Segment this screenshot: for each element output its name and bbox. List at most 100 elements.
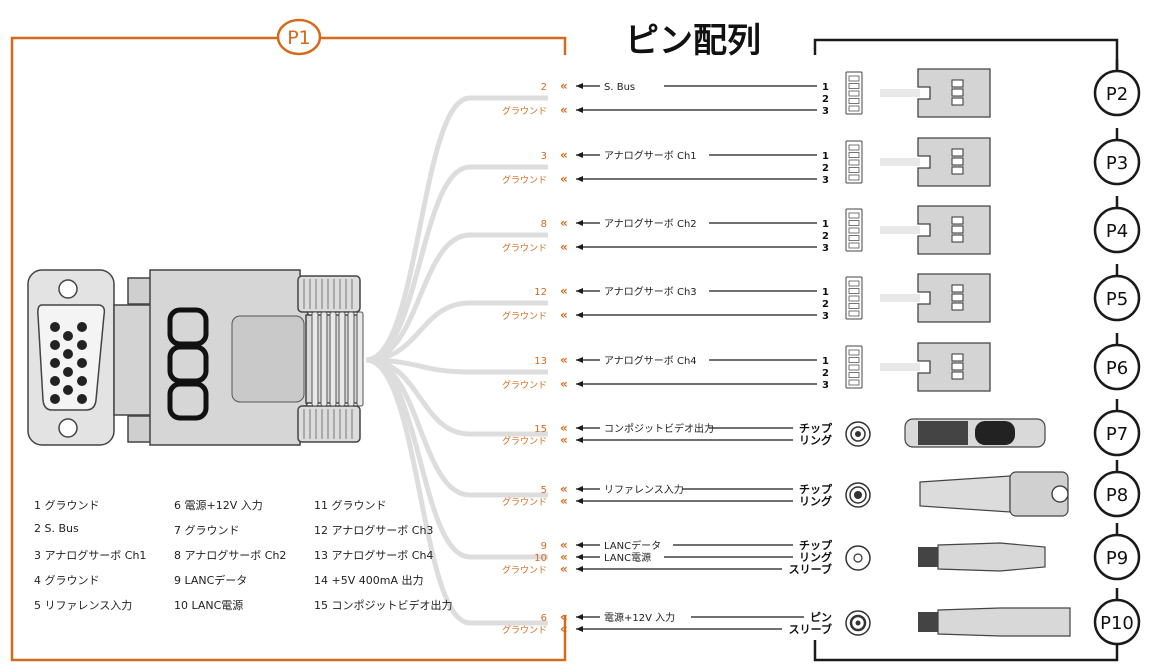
pin-number: 10 bbox=[534, 553, 547, 564]
pin-slot bbox=[848, 83, 860, 89]
arrowhead-icon bbox=[576, 614, 583, 620]
relief-ring bbox=[311, 311, 319, 407]
legend-item: 1 グラウンド bbox=[34, 499, 100, 512]
pin-number: 13 bbox=[534, 356, 547, 367]
servo-pin bbox=[951, 88, 964, 97]
terminal-label-bg bbox=[817, 79, 831, 92]
rca-grip bbox=[918, 421, 968, 445]
pin-hole bbox=[50, 322, 60, 332]
signal-label: LANCデータ bbox=[604, 539, 661, 552]
servo-pin bbox=[951, 166, 964, 175]
arrow-icon: « bbox=[560, 148, 568, 162]
relief-ring bbox=[338, 311, 346, 407]
terminal-label: リング bbox=[799, 433, 832, 447]
signal-label: リファレンス入力 bbox=[604, 483, 684, 496]
terminal-label-bg bbox=[793, 482, 834, 495]
connector-badge bbox=[1093, 470, 1141, 518]
connector-badge bbox=[1093, 409, 1141, 457]
pin-legend: 1 グラウンド 2 S. Bus 3 アナログサーボ Ch1 4 グラウンド 5… bbox=[34, 497, 494, 627]
servo-pin bbox=[951, 216, 964, 225]
connector-badge-label: P4 bbox=[1106, 221, 1128, 242]
pin-hole bbox=[77, 358, 87, 368]
servo-pin bbox=[951, 302, 964, 311]
terminal-label: スリーブ bbox=[789, 622, 832, 636]
connector-badge bbox=[1093, 274, 1141, 322]
terminal-label-bg bbox=[793, 494, 834, 507]
arrowhead-icon bbox=[576, 425, 583, 431]
terminal-label: リング bbox=[799, 550, 832, 564]
cable-strand bbox=[365, 357, 548, 626]
page-title: ピン配列 bbox=[625, 21, 761, 61]
pin-slot bbox=[848, 144, 860, 151]
terminal-label: 2 bbox=[822, 163, 829, 174]
connector-badge-label: P8 bbox=[1106, 485, 1128, 506]
terminal-label: 2 bbox=[822, 231, 829, 242]
connector-badge-label: P2 bbox=[1106, 84, 1128, 105]
signal-label-bg bbox=[600, 353, 709, 366]
connector-badge-label: P10 bbox=[1100, 613, 1134, 634]
pin-hole bbox=[77, 394, 87, 404]
trs-plug-icon bbox=[937, 542, 1046, 572]
arrow-icon: « bbox=[560, 103, 568, 117]
signal-label-bg bbox=[600, 216, 709, 229]
pin-number: 9 bbox=[541, 541, 547, 552]
arrow-icon: « bbox=[560, 622, 568, 636]
pin-number: 12 bbox=[534, 287, 547, 298]
signal-label-bg bbox=[600, 482, 682, 495]
servo-pin bbox=[951, 157, 964, 166]
pin-hole bbox=[77, 322, 87, 332]
signal-label-bg bbox=[600, 421, 709, 434]
connector-badge-label: P7 bbox=[1106, 424, 1128, 445]
terminal-label-bg bbox=[817, 365, 831, 378]
pin-slot bbox=[848, 372, 860, 378]
terminal-label-bg bbox=[793, 433, 834, 446]
cable-strand bbox=[365, 232, 548, 363]
servo-pin bbox=[951, 371, 964, 380]
pin-number: グラウンド bbox=[502, 496, 547, 508]
signal-label: 電源+12V 入力 bbox=[604, 611, 675, 624]
arrowhead-icon bbox=[576, 152, 583, 158]
pin-hole bbox=[77, 376, 87, 386]
arrow-icon: « bbox=[560, 610, 568, 624]
pin-holes bbox=[50, 322, 87, 404]
pin-slot bbox=[848, 227, 860, 234]
pin-slot bbox=[848, 310, 860, 317]
terminal-label: 1 bbox=[822, 219, 829, 230]
pin-number: グラウンド bbox=[502, 242, 547, 254]
terminal-label-bg bbox=[817, 308, 831, 321]
cable-strand bbox=[365, 300, 548, 363]
cable-fan bbox=[365, 95, 548, 626]
legend-item: 6 電源+12V 入力 bbox=[174, 499, 263, 512]
pin-slot bbox=[848, 288, 860, 294]
terminal-label: ピン bbox=[810, 611, 832, 624]
pin-slot bbox=[848, 349, 860, 356]
bracket-frames bbox=[10, 36, 1119, 662]
arrowhead-icon bbox=[576, 107, 583, 113]
arrow-icon: « bbox=[560, 538, 568, 552]
pin-slot bbox=[848, 235, 860, 241]
cable-stub bbox=[880, 294, 920, 302]
servo-pin bbox=[951, 353, 964, 362]
terminal-label-bg bbox=[817, 91, 831, 104]
terminal-label: 3 bbox=[822, 311, 829, 322]
terminal-label-bg bbox=[793, 538, 834, 551]
terminal-label: 2 bbox=[822, 299, 829, 310]
pin-slot bbox=[848, 364, 860, 371]
legend-item: 4 グラウンド bbox=[34, 574, 100, 587]
pin-hole bbox=[63, 367, 73, 377]
relief-ring bbox=[329, 311, 337, 407]
cable-stub bbox=[880, 158, 920, 166]
servo-pin bbox=[951, 362, 964, 371]
pin-hole bbox=[63, 385, 73, 395]
cable-strand bbox=[365, 164, 548, 363]
pin-number: グラウンド bbox=[502, 624, 547, 636]
arrowhead-icon bbox=[576, 357, 583, 363]
terminal-label: チップ bbox=[799, 421, 833, 435]
jack-pin bbox=[855, 620, 861, 626]
